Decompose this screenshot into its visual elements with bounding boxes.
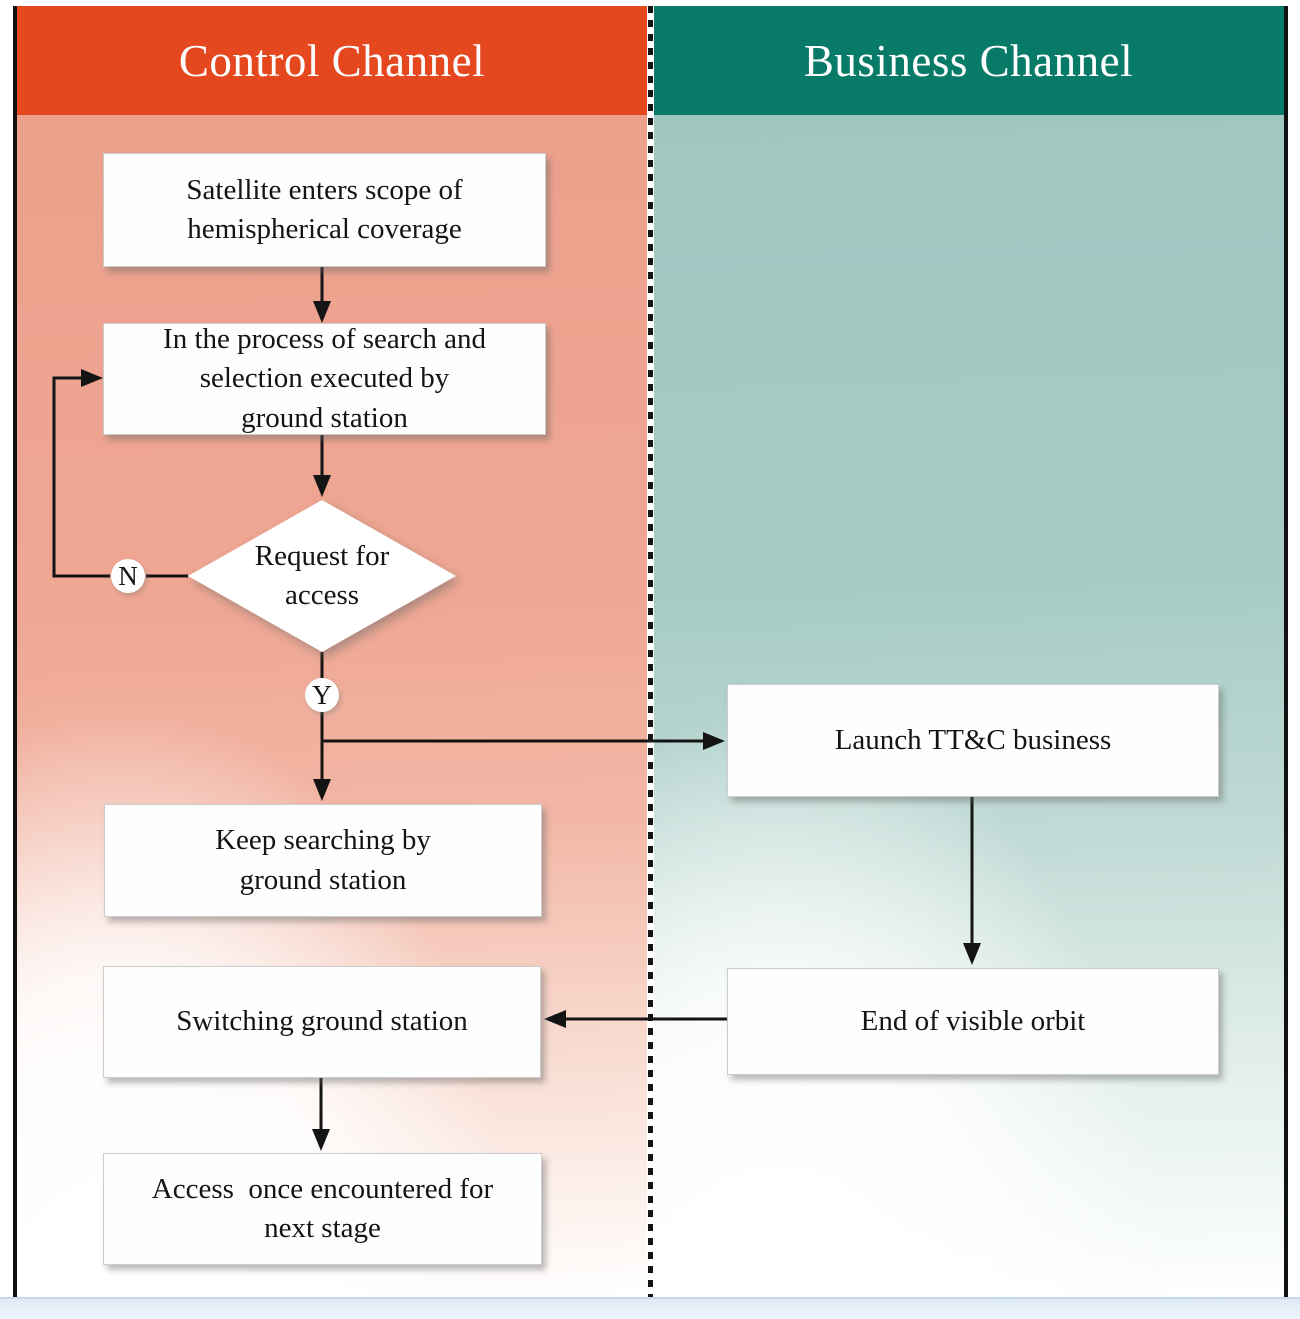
process-box-keep-searching: Keep searching by ground station: [104, 804, 542, 917]
branch-label-no-text: N: [118, 560, 138, 591]
process-box-search-selection: In the process of search and selection e…: [103, 323, 546, 435]
process-box-access-next-stage-label: Access once encountered for next stage: [151, 1172, 494, 1244]
right-border-line: [1284, 6, 1288, 1297]
process-box-keep-searching-label: Keep searching by ground station: [215, 824, 431, 896]
business-channel-header: Business Channel: [653, 6, 1284, 115]
process-box-access-next-stage: Access once encountered for next stage: [103, 1153, 542, 1265]
control-channel-header: Control Channel: [17, 6, 647, 115]
process-box-end-visible-orbit-label: End of visible orbit: [860, 1004, 1086, 1037]
branch-label-yes: Y: [305, 678, 339, 712]
left-border-line: [13, 6, 17, 1297]
bottom-accent-strip: [0, 1297, 1300, 1319]
process-box-end-visible-orbit: End of visible orbit: [727, 968, 1219, 1075]
channel-divider-dotted-line: [647, 6, 654, 1297]
decision-diamond-label: Request for access: [254, 539, 390, 611]
branch-label-no: N: [111, 559, 145, 593]
business-channel-title: Business Channel: [803, 35, 1134, 86]
process-box-launch-ttc-business: Launch TT&C business: [727, 684, 1219, 797]
process-box-search-selection-label: In the process of search and selection e…: [163, 323, 486, 434]
process-box-switching-ground-station: Switching ground station: [103, 966, 541, 1078]
process-box-launch-ttc-business-label: Launch TT&C business: [834, 723, 1112, 756]
process-box-switching-ground-station-label: Switching ground station: [176, 1005, 468, 1038]
process-box-satellite-enters: Satellite enters scope of hemispherical …: [103, 153, 546, 267]
process-box-satellite-enters-label: Satellite enters scope of hemispherical …: [186, 173, 463, 245]
control-channel-title: Control Channel: [178, 35, 486, 86]
decision-diamond-shape: Request for access: [188, 500, 456, 652]
branch-label-yes-text: Y: [312, 679, 332, 710]
decision-diamond-request-access: Request for access: [188, 500, 456, 652]
